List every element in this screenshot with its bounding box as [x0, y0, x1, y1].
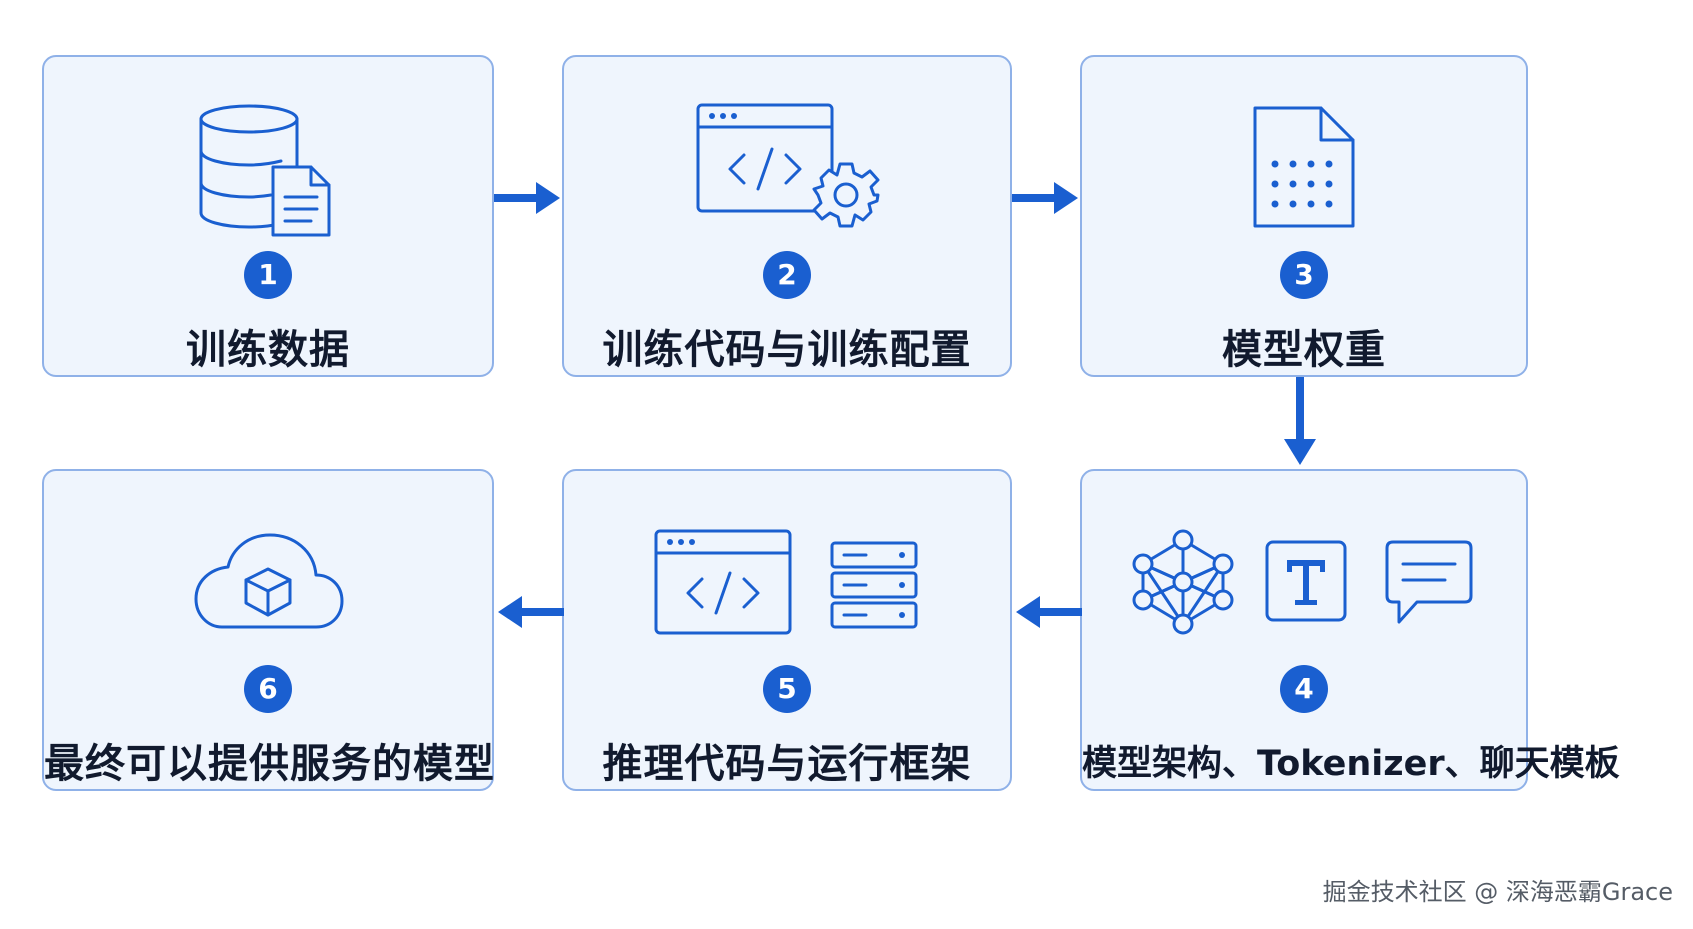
- arrow-right-1-2: [494, 182, 560, 214]
- text-icon: [1265, 540, 1347, 622]
- step-label: 模型权重: [1222, 327, 1386, 373]
- step-number-badge: 6: [244, 665, 292, 713]
- step-3-icons: [1082, 97, 1526, 237]
- step-number-badge: 5: [763, 665, 811, 713]
- step-number-badge: 1: [244, 251, 292, 299]
- step-1-icons: [44, 97, 492, 237]
- step-label: 训练数据: [186, 327, 350, 373]
- watermark: 掘金技术社区 @ 深海恶霸Grace: [1322, 878, 1673, 906]
- step-card-4: 4 模型架构、Tokenizer、聊天模板: [1080, 469, 1620, 791]
- cloud-cube-icon: [194, 533, 344, 629]
- gear-icon: [812, 162, 880, 228]
- step-card-6: 6 最终可以提供服务的模型: [42, 469, 494, 791]
- step-card-1: 1 训练数据: [42, 55, 494, 377]
- step-card-5: 5 推理代码与运行框架: [562, 469, 1012, 791]
- step-card-2: 2 训练代码与训练配置: [562, 55, 1012, 377]
- step-card-3: 3 模型权重: [1080, 55, 1528, 377]
- arrow-right-2-3: [1012, 182, 1078, 214]
- code-window-icon: [696, 103, 880, 228]
- neural-network-icon: [1132, 529, 1234, 635]
- step-2-icons: [564, 97, 1010, 237]
- chat-icon: [1385, 540, 1473, 624]
- step-number-badge: 2: [763, 251, 811, 299]
- step-label: 训练代码与训练配置: [602, 327, 972, 373]
- step-label: 推理代码与运行框架: [602, 741, 972, 787]
- cube-icon: [244, 567, 292, 617]
- document-icon: [271, 165, 331, 237]
- step-number-badge: 4: [1280, 665, 1328, 713]
- step-6-icons: [44, 511, 492, 651]
- weights-file-icon: [1253, 106, 1355, 228]
- step-number-badge: 3: [1280, 251, 1328, 299]
- step-label: 最终可以提供服务的模型: [44, 741, 495, 787]
- arrow-down-3-4: [1284, 377, 1316, 465]
- code-window-icon: [654, 529, 792, 635]
- step-4-icons: [1082, 511, 1526, 651]
- step-5-icons: [564, 511, 1010, 651]
- step-label: 模型架构、Tokenizer、聊天模板: [1082, 744, 1620, 784]
- database-icon: [199, 104, 331, 237]
- server-icon: [830, 541, 918, 629]
- arrow-left-5-6: [498, 596, 564, 628]
- arrow-left-4-5: [1016, 596, 1082, 628]
